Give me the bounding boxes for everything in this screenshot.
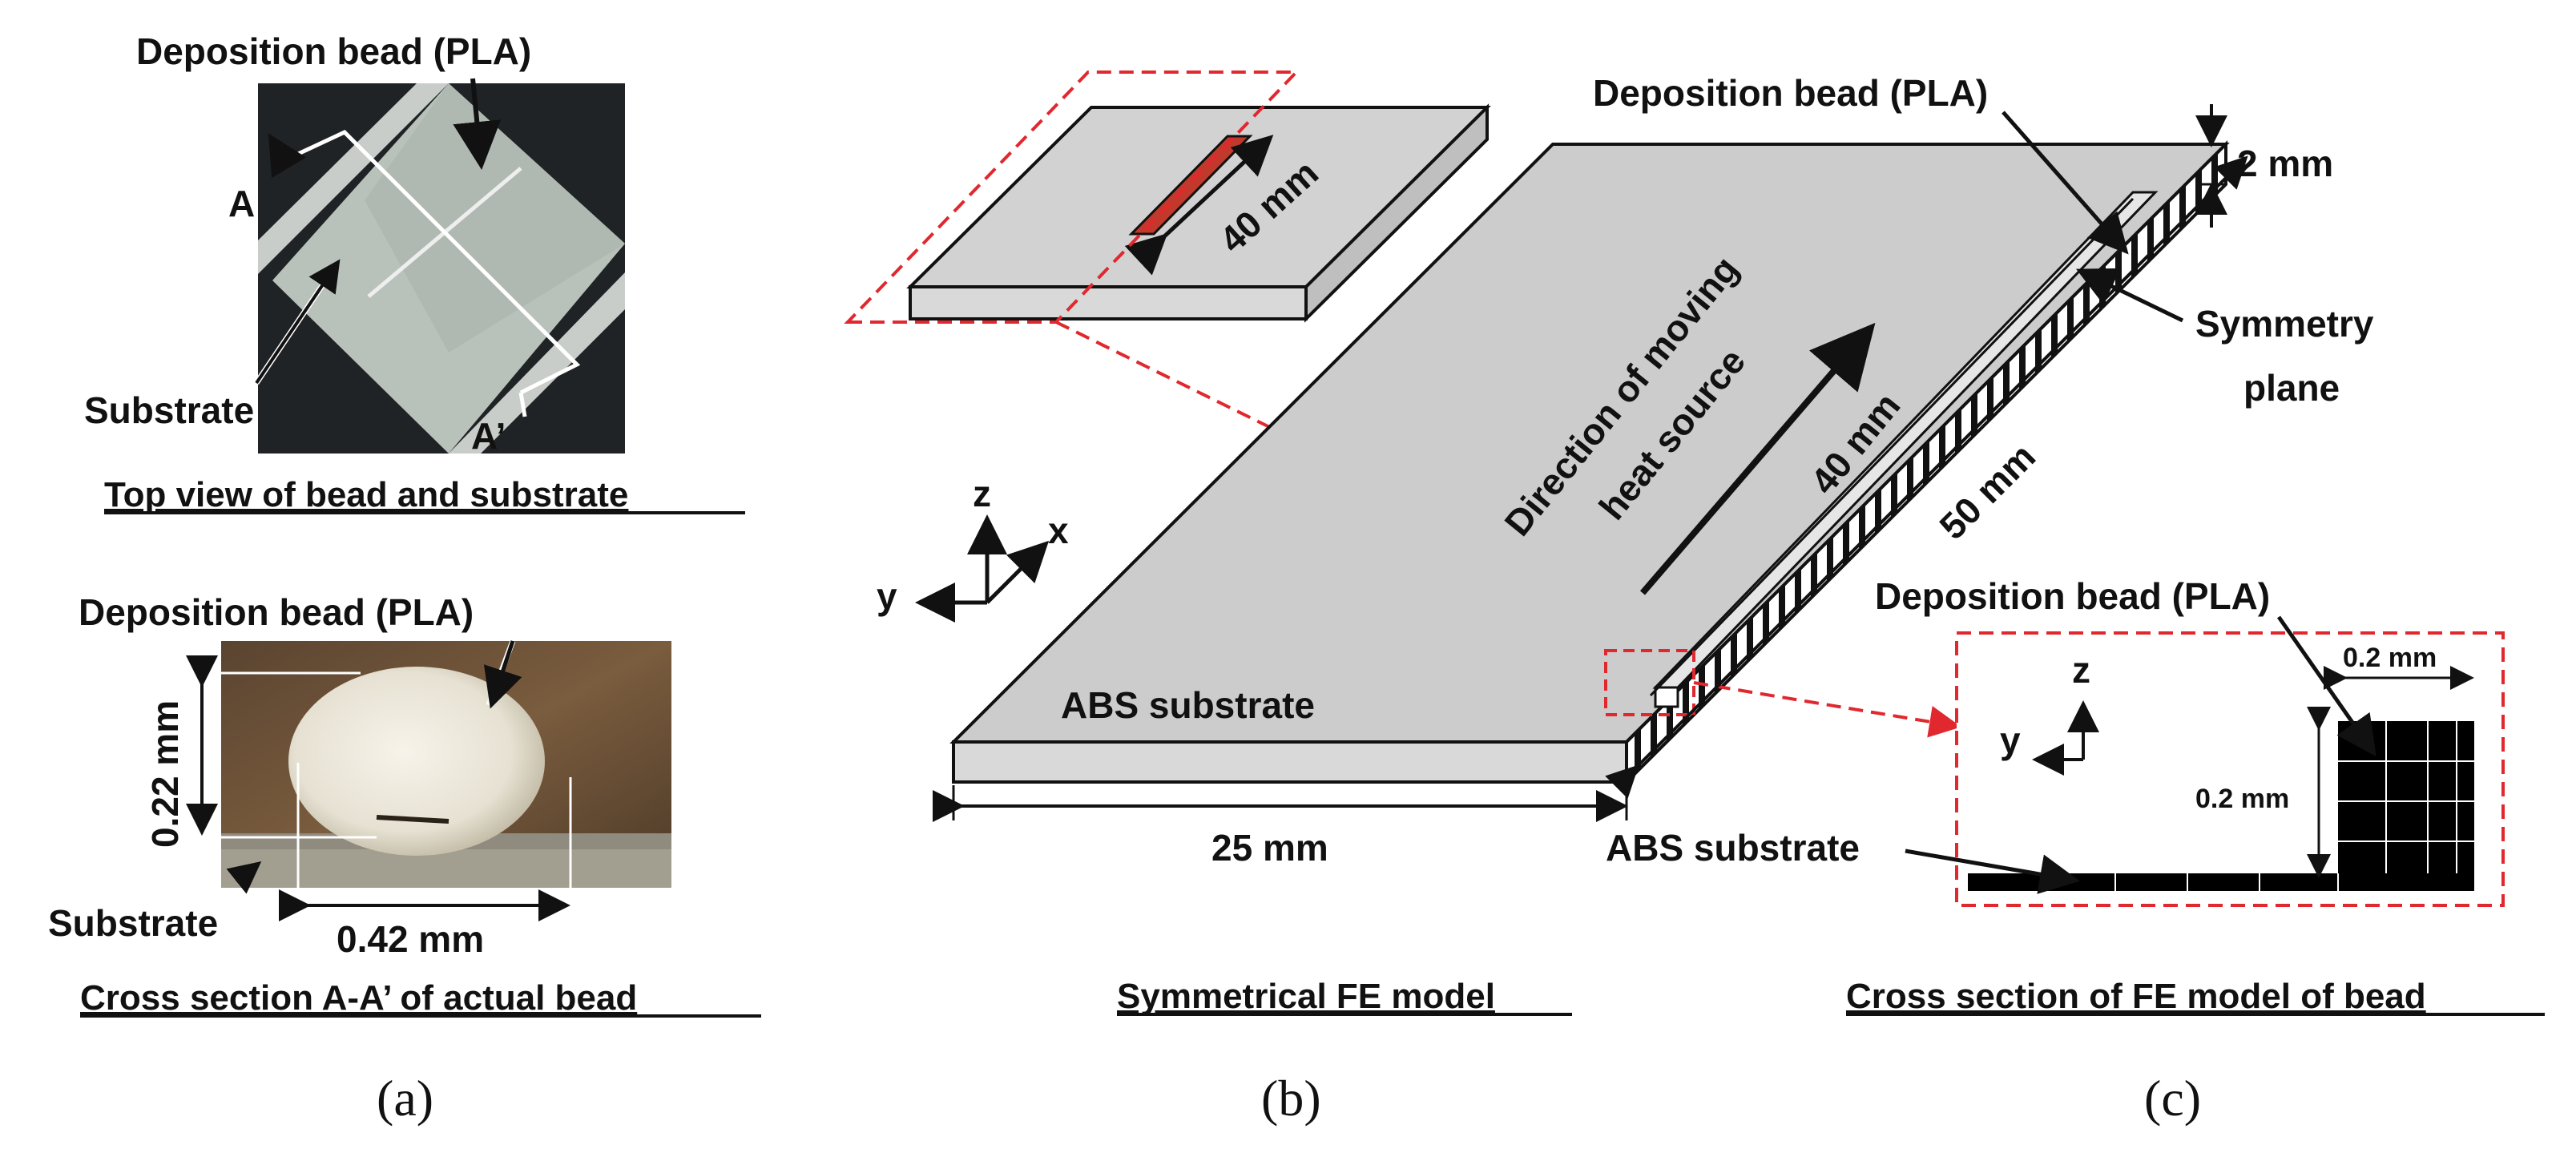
model-caption: Symmetrical FE model bbox=[1117, 977, 1495, 1016]
bead-defect bbox=[376, 815, 449, 824]
symmetry-label-line1: Symmetry bbox=[2195, 303, 2374, 345]
plate-front bbox=[952, 740, 1628, 784]
height-label: 0.22 mm bbox=[144, 700, 186, 848]
c-axis-z-label: z bbox=[2072, 649, 2090, 691]
cross-bead-label: Deposition bead (PLA) bbox=[79, 591, 474, 633]
model-bead-label: Deposition bead (PLA) bbox=[1593, 72, 1988, 114]
top-view-bead-arrow bbox=[453, 78, 502, 170]
fe-substrate-label: ABS substrate bbox=[1606, 827, 1860, 869]
cross-caption: Cross section A-A’ of actual bead bbox=[80, 978, 637, 1018]
fe-bead-arrow bbox=[2276, 615, 2376, 757]
cross-substrate-arrow bbox=[226, 861, 262, 894]
panel-b-axes: z x y bbox=[877, 473, 1069, 623]
top-view-substrate-label: Substrate bbox=[84, 389, 254, 431]
panel-b-letter: (b) bbox=[1261, 1070, 1321, 1127]
depth-dimension bbox=[1605, 155, 2248, 799]
panel-a-letter: (a) bbox=[377, 1070, 433, 1127]
inset-length-arrow bbox=[1124, 135, 1274, 276]
panel-b: 40 mm z x y Deposition bead (P bbox=[844, 71, 2374, 1127]
panel-c-letter: (c) bbox=[2144, 1070, 2201, 1127]
ruler-right bbox=[449, 272, 625, 454]
c-width-label: 0.2 mm bbox=[2343, 643, 2437, 673]
substrate-mesh-strip bbox=[1968, 873, 2474, 891]
inset-plate: 40 mm bbox=[844, 71, 1491, 468]
width-label: 0.42 mm bbox=[337, 918, 484, 960]
fe-caption: Cross section of FE model of bead bbox=[1846, 977, 2426, 1016]
closeup-arrow bbox=[1693, 681, 1961, 738]
axis-x-label: x bbox=[1048, 510, 1069, 551]
symmetry-label-line2: plane bbox=[2243, 367, 2340, 409]
axis-y-label: y bbox=[877, 575, 897, 617]
sample-shade bbox=[365, 83, 625, 353]
top-view-photo bbox=[258, 83, 625, 454]
section-end-label: A’ bbox=[471, 415, 506, 457]
width-length-label: 25 mm bbox=[1211, 827, 1328, 869]
bead-cross-section bbox=[288, 667, 545, 856]
axis-x-line bbox=[986, 540, 1050, 604]
top-view-bead-label: Deposition bead (PLA) bbox=[136, 30, 531, 72]
bead-mesh-block bbox=[2338, 721, 2474, 878]
top-view-caption: Top view of bead and substrate bbox=[104, 475, 628, 514]
section-arrow-a-prime bbox=[518, 392, 527, 417]
c-axis-y-label: y bbox=[2000, 720, 2021, 761]
model-substrate-label: ABS substrate bbox=[1061, 684, 1315, 726]
axis-z-label: z bbox=[973, 473, 991, 514]
inset-plate-side bbox=[1304, 103, 1489, 323]
thickness-label: 2 mm bbox=[2237, 143, 2333, 184]
cross-bead-arrow bbox=[483, 640, 522, 709]
inset-symmetry-cut bbox=[844, 71, 1300, 324]
top-view-substrate-arrow bbox=[255, 259, 341, 385]
substrate-band-lower bbox=[221, 849, 671, 888]
fe-bead-label: Deposition bead (PLA) bbox=[1875, 575, 2270, 617]
model-bead-end bbox=[1654, 686, 1679, 708]
ruler-left bbox=[258, 83, 449, 274]
panel-a: Deposition bead (PLA) A A’ Substrate Top… bbox=[48, 30, 671, 1127]
c-height-label: 0.2 mm bbox=[2195, 784, 2289, 814]
section-arrow-a bbox=[268, 133, 307, 179]
cross-substrate-label: Substrate bbox=[48, 902, 218, 944]
panel-c: Deposition bead (PLA) z y 0.2 mm 0.2 mm bbox=[1606, 575, 2505, 1127]
section-start-label: A bbox=[228, 183, 255, 224]
inset-plate-front bbox=[909, 285, 1308, 320]
section-line bbox=[283, 129, 581, 395]
cross-section-photo bbox=[221, 641, 671, 888]
fe-substrate-arrow bbox=[1905, 849, 2080, 894]
